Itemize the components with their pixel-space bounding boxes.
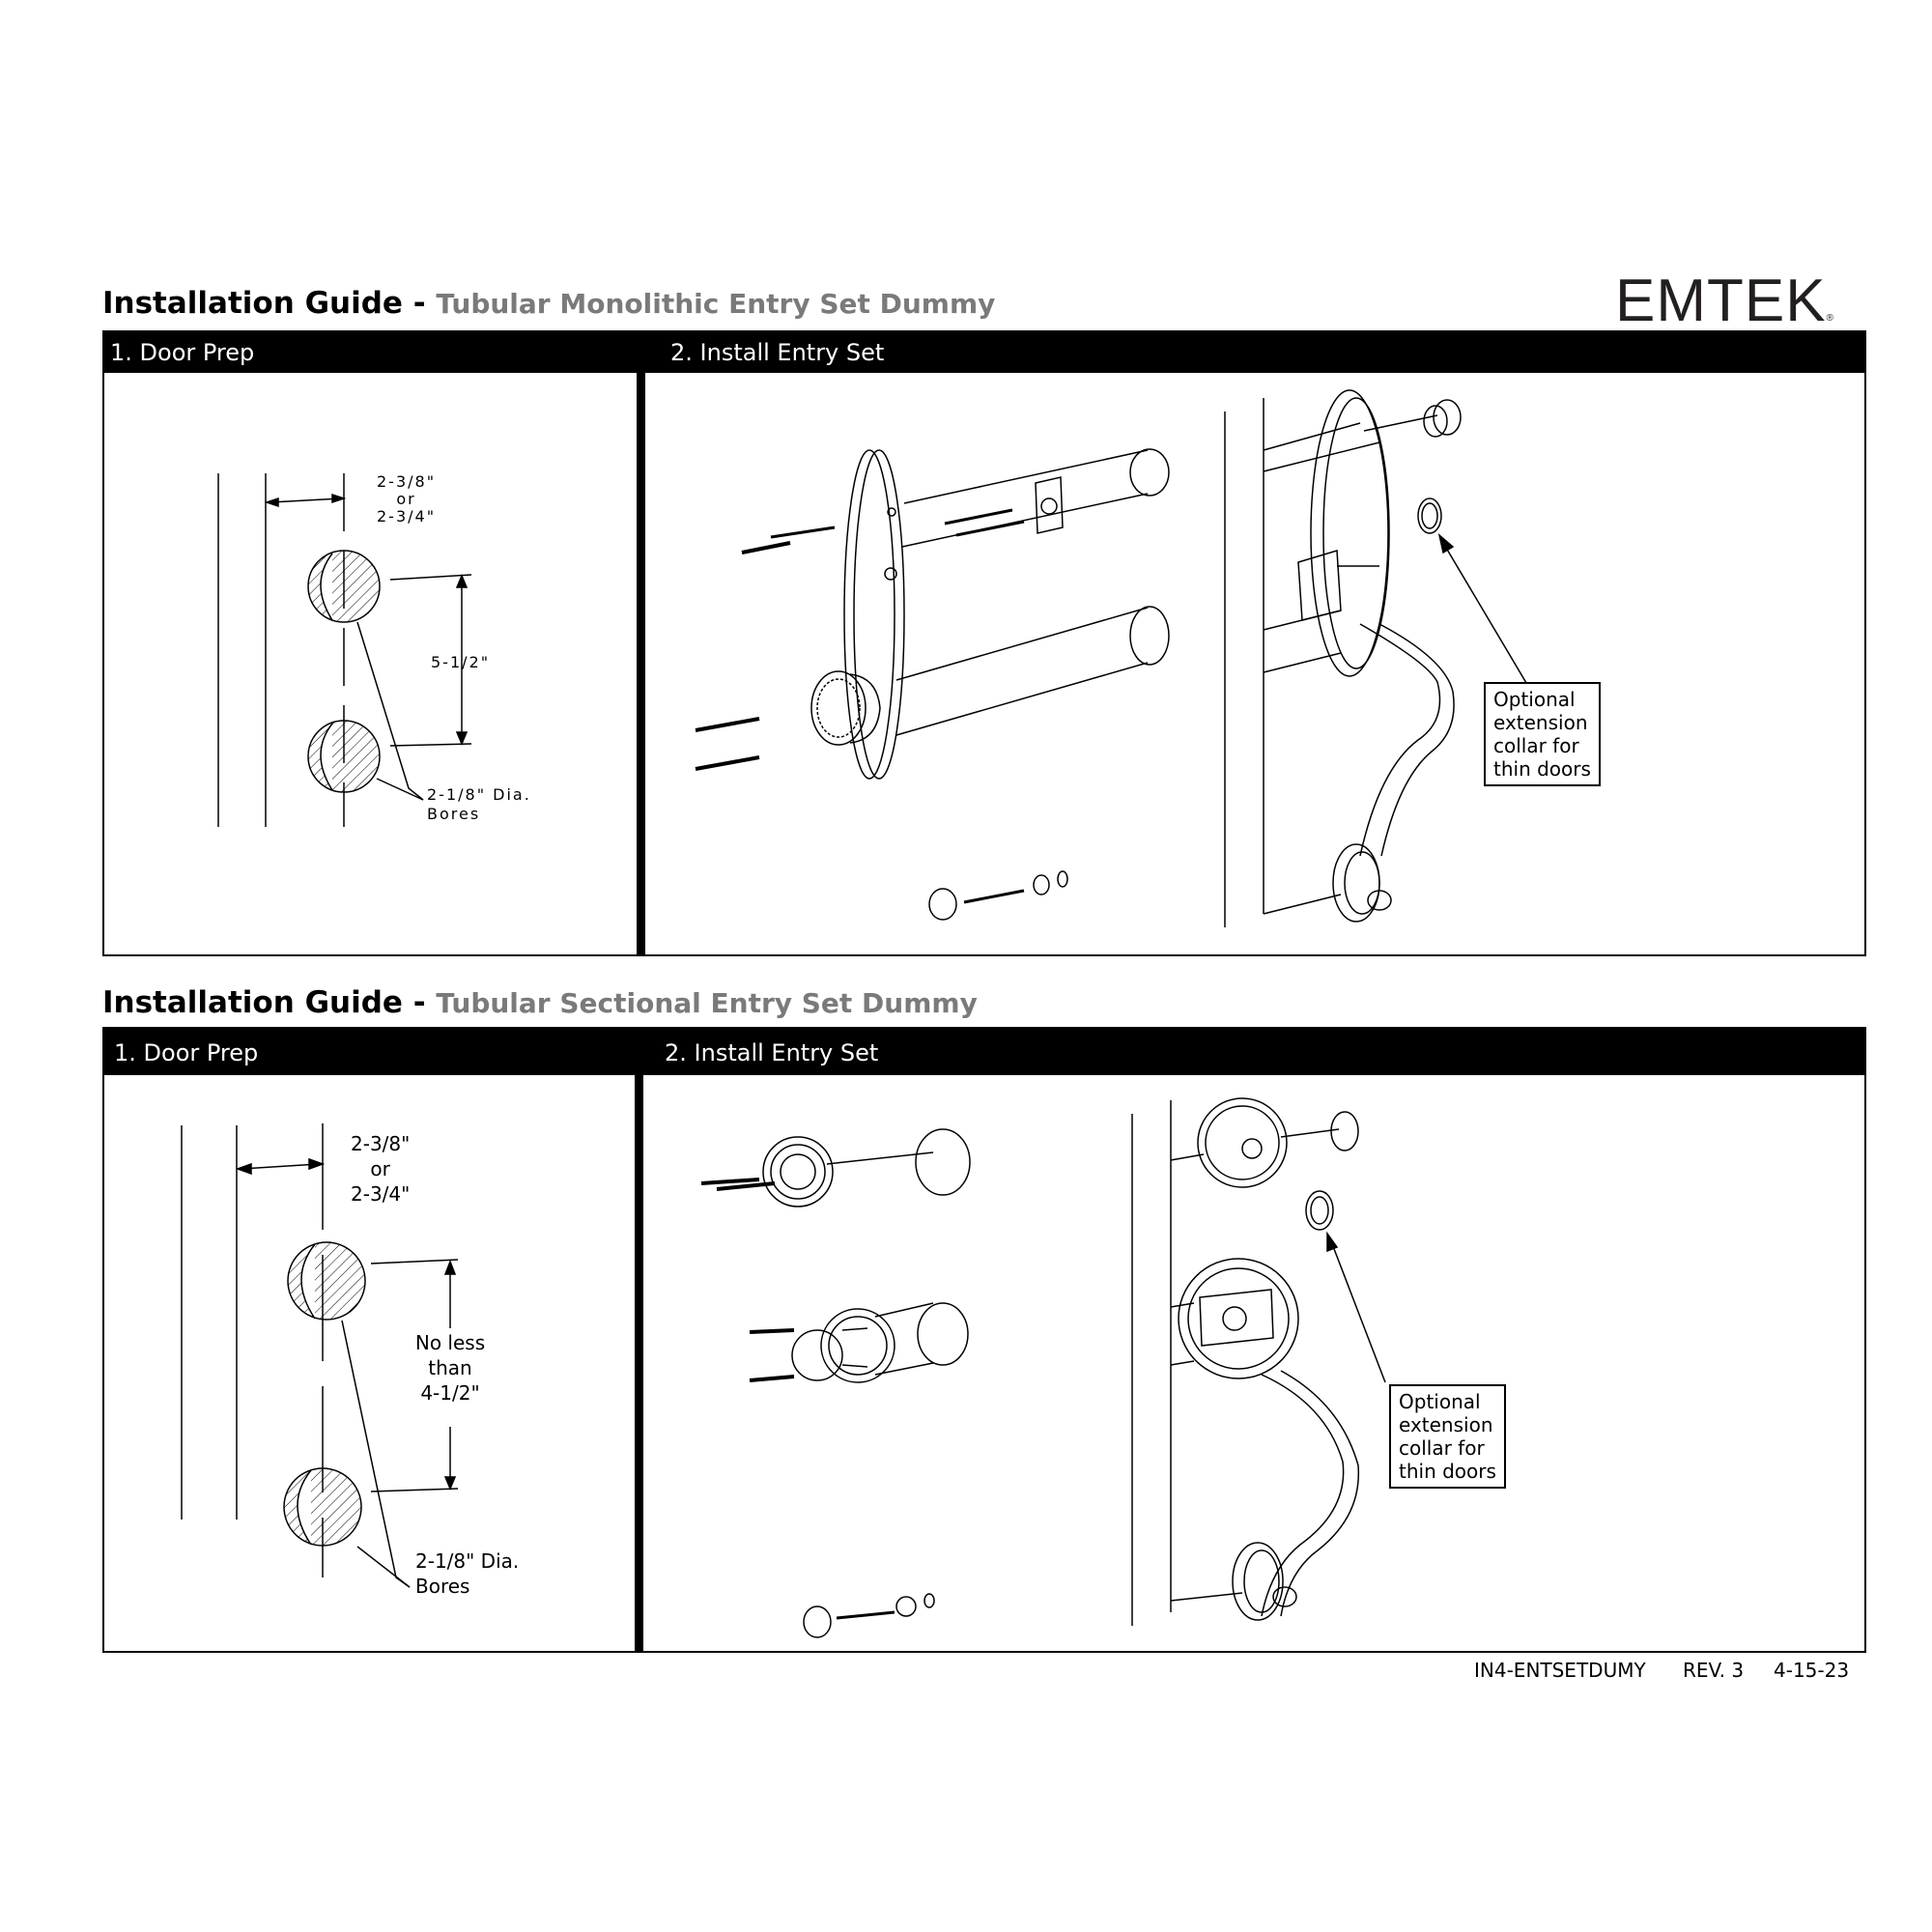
door-prep-diagram bbox=[217, 473, 472, 827]
guide-title-label: Installation Guide - bbox=[102, 286, 437, 321]
bore-diameter-label: 2-1/8" Dia.Bores bbox=[427, 785, 531, 823]
collar-callout: Optional extension collar for thin doors bbox=[1389, 1384, 1506, 1489]
install-diagram bbox=[700, 1097, 1386, 1638]
guide-subtitle: Tubular Monolithic Entry Set Dummy bbox=[436, 288, 996, 320]
bore-spacing-dimension: 5-1/2" bbox=[431, 653, 491, 671]
guide-subtitle: Tubular Sectional Entry Set Dummy bbox=[436, 987, 978, 1019]
step-header-bar: 1. Door Prep 2. Install Entry Set bbox=[104, 1029, 1864, 1075]
sectional-panel: 1. Door Prep 2. Install Entry Set bbox=[102, 1027, 1866, 1653]
panel-divider bbox=[635, 1029, 643, 1651]
doc-id: IN4-ENTSETDUMY bbox=[1474, 1659, 1646, 1682]
guide-title-sectional: Installation Guide - Tubular Sectional E… bbox=[102, 985, 978, 1020]
panel-divider bbox=[637, 332, 645, 954]
step1-label: 1. Door Prep bbox=[114, 1039, 259, 1066]
door-prep-diagram bbox=[181, 1123, 459, 1588]
install-diagram bbox=[695, 389, 1530, 927]
collar-callout: Optional extension collar for thin doors bbox=[1484, 682, 1601, 786]
step2-label: 2. Install Entry Set bbox=[670, 339, 885, 366]
bore-diameter-label: 2-1/8" Dia.Bores bbox=[415, 1549, 520, 1598]
emtek-logo: EMTEK® bbox=[1615, 268, 1834, 334]
revision-date: 4-15-23 bbox=[1774, 1659, 1850, 1682]
guide-title-label: Installation Guide - bbox=[102, 985, 437, 1020]
step-header-bar: 1. Door Prep 2. Install Entry Set bbox=[104, 332, 1864, 373]
guide-title-monolithic: Installation Guide - Tubular Monolithic … bbox=[102, 286, 995, 321]
revision: REV. 3 bbox=[1683, 1659, 1745, 1682]
step1-label: 1. Door Prep bbox=[110, 339, 255, 366]
step2-label: 2. Install Entry Set bbox=[665, 1039, 879, 1066]
monolithic-panel: 1. Door Prep 2. Install Entry Set bbox=[102, 330, 1866, 956]
